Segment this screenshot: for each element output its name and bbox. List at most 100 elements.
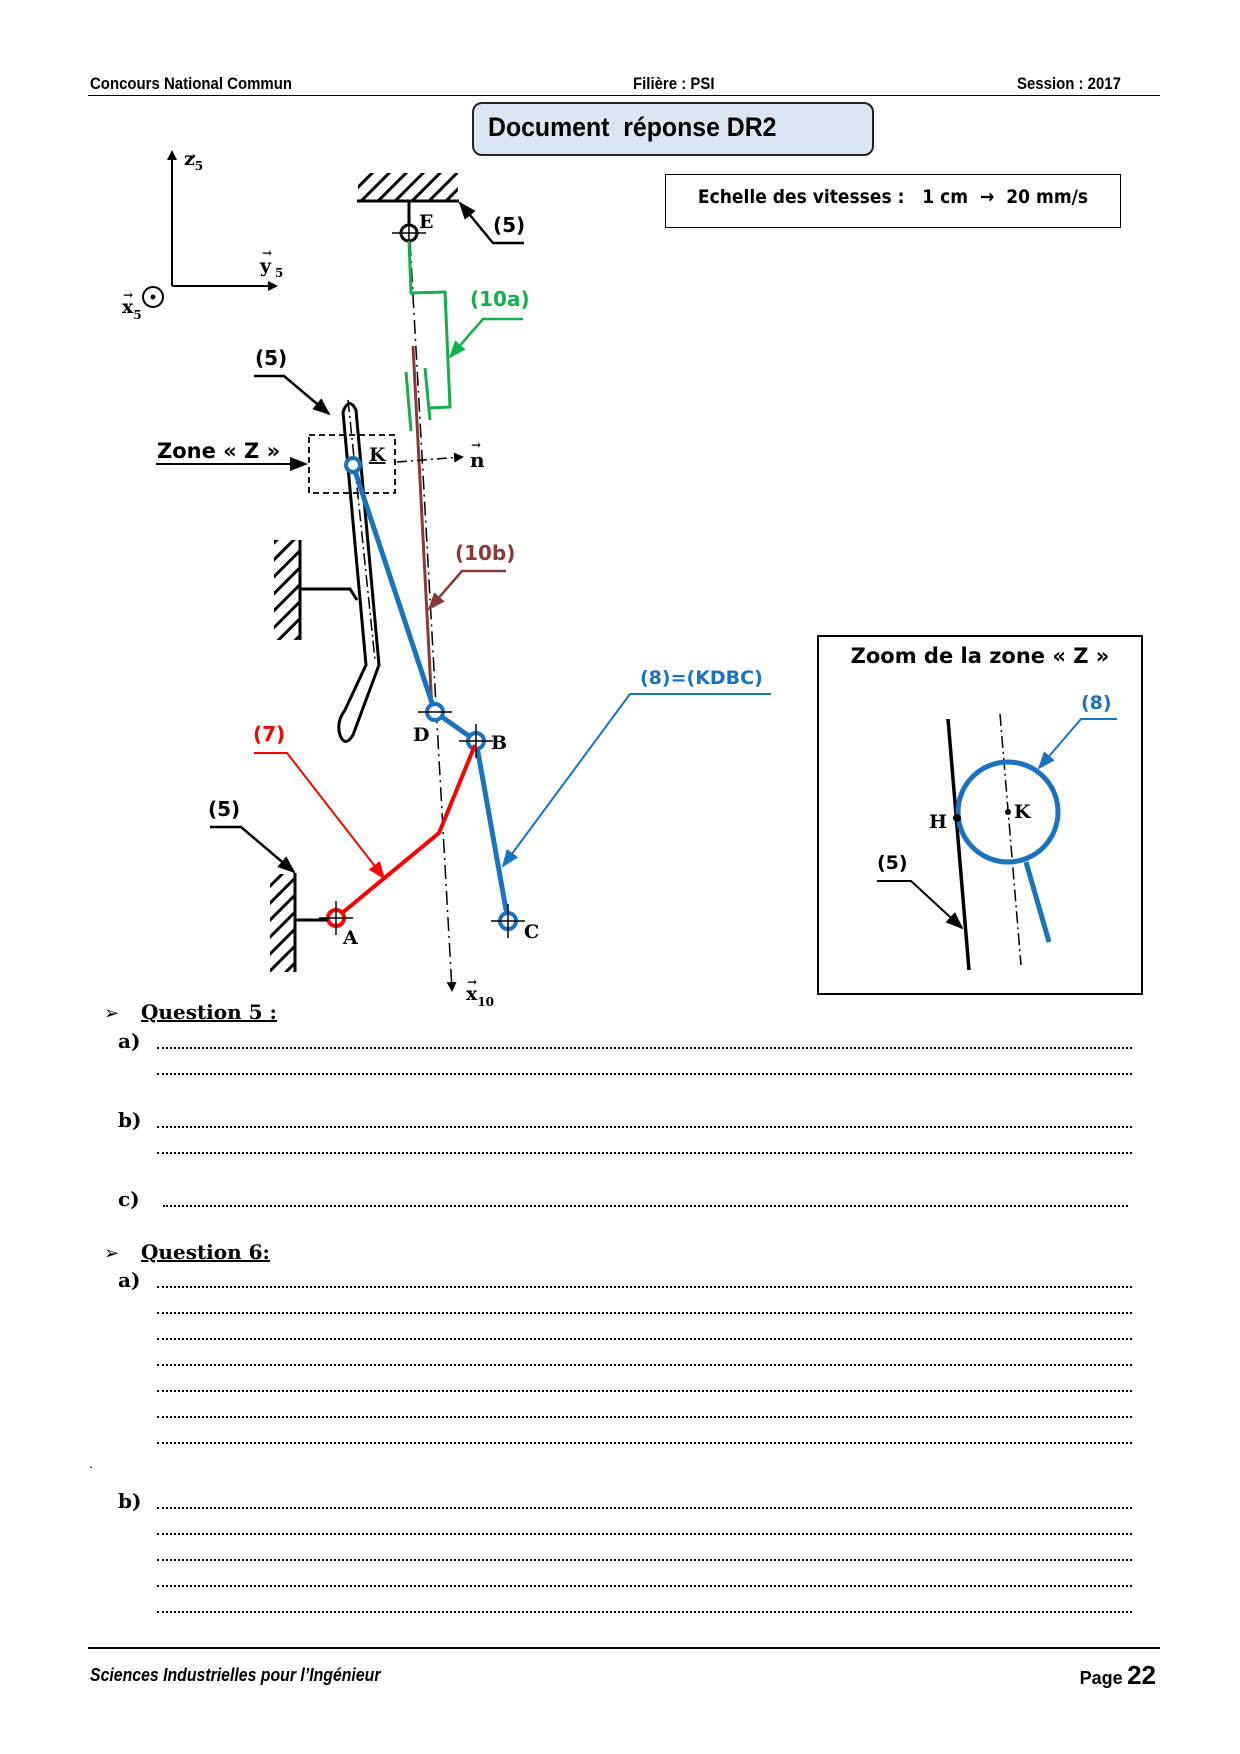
- leader-zoom-5: [877, 880, 964, 930]
- zoom-link-arm: [1023, 861, 1052, 943]
- answer-line[interactable]: [157, 1073, 1132, 1075]
- velocity-scale-box: [665, 174, 1121, 228]
- answer-line[interactable]: [157, 1585, 1132, 1587]
- answer-line[interactable]: [157, 1442, 1132, 1444]
- answer-line[interactable]: [157, 1533, 1132, 1535]
- header-rule: [88, 95, 1160, 96]
- answer-line[interactable]: [157, 1338, 1132, 1340]
- question-6-bullet-icon: ➢: [104, 1243, 120, 1263]
- zoom-point-H: [953, 814, 961, 822]
- pedal-5-label: (5): [255, 346, 287, 370]
- point-E-label: E: [419, 211, 433, 233]
- x10-axis: [409, 241, 457, 992]
- zoom-panel-title: Zoom de la zone « Z »: [851, 644, 1110, 668]
- question-5b-label: b): [118, 1108, 142, 1132]
- answer-line[interactable]: [157, 1507, 1132, 1509]
- ground-bottom-label: (5): [208, 797, 240, 821]
- leader-10a: [448, 317, 523, 359]
- x10-vector-arrow: →: [467, 975, 477, 989]
- z5-vector-arrow: →: [186, 149, 196, 163]
- answer-line[interactable]: [157, 1390, 1132, 1392]
- footer-page: Page 22: [1080, 1660, 1156, 1691]
- ground-hatch-top: [358, 173, 458, 200]
- leader-pedal-5: [254, 374, 331, 416]
- answer-line[interactable]: [157, 1286, 1132, 1288]
- header-session: Session : 2017: [1017, 74, 1121, 93]
- question-5-title: Question 5 :: [141, 1000, 277, 1024]
- ground-hatch-mid: [274, 540, 300, 640]
- leader-ground-top: [458, 201, 524, 245]
- question-6a-label: a): [118, 1268, 141, 1292]
- question-5a-label: a): [118, 1029, 141, 1053]
- answer-line[interactable]: [157, 1126, 1132, 1128]
- part-10b-label: (10b): [455, 541, 515, 565]
- answer-line[interactable]: [157, 1047, 1132, 1049]
- part-7: A (7): [253, 722, 477, 949]
- header-track: Filière : PSI: [633, 74, 715, 93]
- ground-top: E (5): [357, 173, 525, 245]
- point-B-label: B: [491, 732, 507, 754]
- zoom-H-label: H: [929, 811, 947, 833]
- zoom-5-label: (5): [877, 852, 908, 874]
- title-box: [472, 102, 874, 156]
- velocity-scale-text: Echelle des vitesses : 1 cm → 20 mm/s: [688, 186, 1098, 208]
- part-10b: (10b): [411, 345, 515, 711]
- answer-line[interactable]: [157, 1364, 1132, 1366]
- question-6-title: Question 6:: [141, 1240, 270, 1264]
- zoom-point-K: [1005, 809, 1011, 815]
- x5-vector-arrow: →: [123, 288, 133, 302]
- x-axis-dot: [150, 294, 156, 300]
- leader-part-7: [254, 752, 386, 880]
- velocity-scale-from: 1 cm: [922, 186, 969, 208]
- answer-line[interactable]: [157, 1416, 1132, 1418]
- n-vector-arrow: [396, 452, 464, 463]
- point-K-label: K: [369, 444, 387, 466]
- question-5c-label: c): [118, 1187, 140, 1211]
- answer-line[interactable]: [157, 1152, 1132, 1154]
- page-title: Document réponse DR2: [488, 112, 777, 142]
- question-5-bullet-icon: ➢: [104, 1003, 120, 1023]
- part-8-label: (8)=(KDBC): [640, 667, 763, 689]
- stray-mark: .: [89, 1455, 93, 1471]
- leader-10b: [427, 569, 506, 611]
- point-A-label: A: [342, 927, 358, 949]
- answer-line[interactable]: [157, 1559, 1132, 1561]
- zoom-K-label: K: [1014, 801, 1032, 823]
- leader-ground-bottom: [210, 825, 296, 874]
- zoom-panel: Zoom de la zone « Z » H K (8) (5): [817, 635, 1143, 995]
- x5-label: x5: [122, 296, 142, 322]
- footer-rule: [88, 1647, 1160, 1649]
- x-axis-out-of-plane-icon: [142, 286, 164, 308]
- answer-line[interactable]: [157, 1611, 1132, 1613]
- answer-line[interactable]: [157, 1312, 1132, 1314]
- answer-line[interactable]: [163, 1205, 1128, 1207]
- zoom-8-label: (8): [1081, 692, 1112, 714]
- point-D-label: D: [413, 724, 429, 746]
- ground-bottom: (5): [208, 797, 328, 972]
- x10-label: x10: [466, 983, 494, 1009]
- velocity-scale-to: 20 mm/s: [1006, 186, 1089, 208]
- n-label: n: [470, 448, 485, 472]
- leader-zoom-8: [1037, 718, 1117, 770]
- velocity-scale-label: Echelle des vitesses :: [697, 186, 905, 208]
- zoom-roller-circle: [955, 759, 1061, 865]
- header-exam-name: Concours National Commun: [90, 74, 292, 93]
- arrow-right-icon: →: [980, 186, 995, 208]
- y5-vector-arrow: →: [262, 246, 272, 260]
- part-10a: (10a): [404, 240, 530, 432]
- z5-label: z5: [184, 148, 203, 173]
- footer-subject: Sciences Industrielles pour l’Ingénieur: [90, 1665, 381, 1685]
- zone-z: Zone « Z » n → K: [156, 434, 485, 494]
- zone-z-frame: [308, 434, 396, 494]
- point-C-label: C: [524, 921, 539, 943]
- part-7-label: (7): [253, 722, 285, 746]
- page-label: Page: [1079, 1668, 1123, 1688]
- ground-hatch-bottom: [270, 874, 295, 972]
- zoom-axis: [999, 713, 1022, 966]
- page-number: 22: [1127, 1660, 1156, 1690]
- part-8: D B C (8)=(KDBC): [344, 456, 771, 943]
- zoom-pedal-edge: [946, 718, 971, 971]
